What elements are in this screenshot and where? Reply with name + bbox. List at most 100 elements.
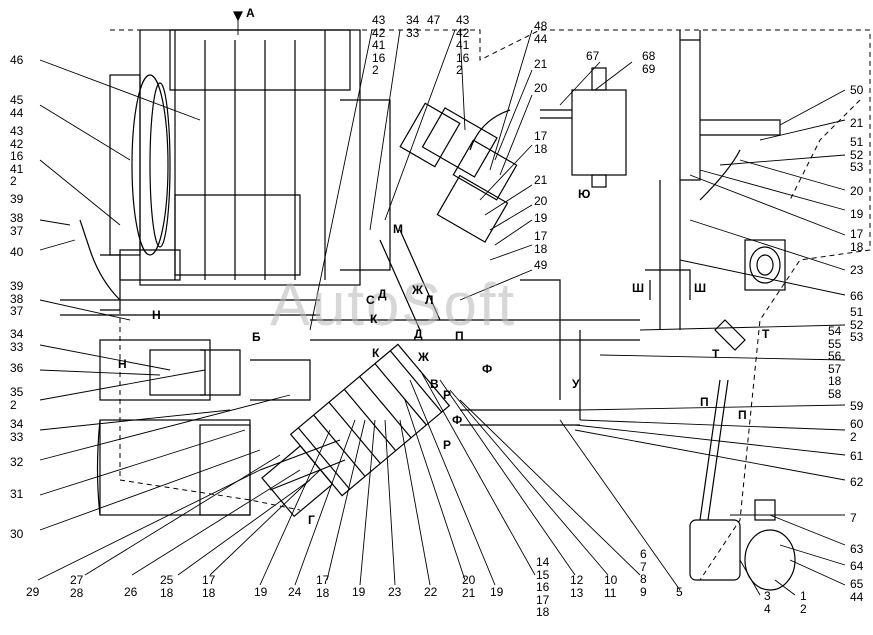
section-letter: Ш xyxy=(694,281,707,295)
callout-right: 50 xyxy=(850,83,864,97)
callout-right: 59 xyxy=(850,399,864,413)
callout-right: 7 xyxy=(850,511,857,525)
callout-right: 19 xyxy=(850,207,864,221)
callout-left: 40 xyxy=(10,245,24,259)
watermark: AutoSoft xyxy=(270,271,517,338)
section-letter: К xyxy=(370,312,378,326)
section-letter: Б xyxy=(252,330,261,344)
callout-right: 21 xyxy=(850,116,864,130)
diagonal-pipe xyxy=(379,229,441,331)
section-letter: Ж xyxy=(418,350,429,364)
drum-assembly xyxy=(100,29,391,311)
section-letter: К xyxy=(372,346,380,360)
callout-bottom: 5 xyxy=(676,585,683,599)
callout-top: 49 xyxy=(534,258,548,272)
section-letter: Ш xyxy=(632,281,645,295)
section-letter: Л xyxy=(425,293,434,307)
section-letter: Ю xyxy=(578,187,591,201)
section-letter: Т xyxy=(762,327,770,341)
section-letter: П xyxy=(700,395,709,409)
callout-bottom: 22 xyxy=(424,585,438,599)
section-letter: В xyxy=(430,377,439,391)
callout-top: 20 xyxy=(534,194,548,208)
callout-top: 20 xyxy=(534,81,548,95)
pump-block xyxy=(96,339,251,516)
callout-left: 32 xyxy=(10,455,24,469)
section-letter: Д xyxy=(414,327,423,341)
view-arrow-icon xyxy=(233,11,243,22)
callout-right: 64 xyxy=(850,559,864,573)
section-letter: Г xyxy=(308,513,315,527)
callout-right: 20 xyxy=(850,184,864,198)
shafts xyxy=(60,219,640,426)
section-letter: М xyxy=(393,222,403,236)
callout-left: 46 xyxy=(10,53,24,67)
section-letter: Ж xyxy=(412,283,423,297)
section-letter: Н xyxy=(152,308,161,322)
callout-left: 30 xyxy=(10,527,24,541)
callout-bottom: 19 xyxy=(352,585,366,599)
section-letter: Р xyxy=(443,438,452,452)
callout-bottom: 23 xyxy=(388,585,402,599)
callout-right: 61 xyxy=(850,449,864,463)
callout-bottom: 19 xyxy=(490,585,504,599)
callout-right: 62 xyxy=(850,475,864,489)
callout-top: 21 xyxy=(534,173,548,187)
callout-right: 66 xyxy=(850,289,864,303)
leader-lines xyxy=(37,20,846,596)
callout-top: 47 xyxy=(427,13,441,27)
callout-bottom: 29 xyxy=(26,585,40,599)
section-letter: П xyxy=(455,329,464,343)
callout-bottom: 19 xyxy=(254,585,268,599)
right-pipes xyxy=(645,30,786,330)
callout-top: 21 xyxy=(534,57,548,71)
section-letter: Р xyxy=(443,388,452,402)
section-letter: П xyxy=(738,408,747,422)
callout-left: 39 xyxy=(10,192,24,206)
callout-right: 23 xyxy=(850,263,864,277)
callout-right: 63 xyxy=(850,542,864,556)
sensor-assembly xyxy=(689,319,796,591)
section-letter: Ф xyxy=(452,413,463,427)
section-letter: Д xyxy=(378,287,387,301)
section-letter: Ф xyxy=(482,362,493,376)
callout-top: 19 xyxy=(534,211,548,225)
callout-top: 67 xyxy=(586,49,600,63)
callout-bottom: 26 xyxy=(124,585,138,599)
callout-bottom: 24 xyxy=(288,585,302,599)
section-letter: Н xyxy=(118,357,127,371)
callout-left: 31 xyxy=(10,487,24,501)
